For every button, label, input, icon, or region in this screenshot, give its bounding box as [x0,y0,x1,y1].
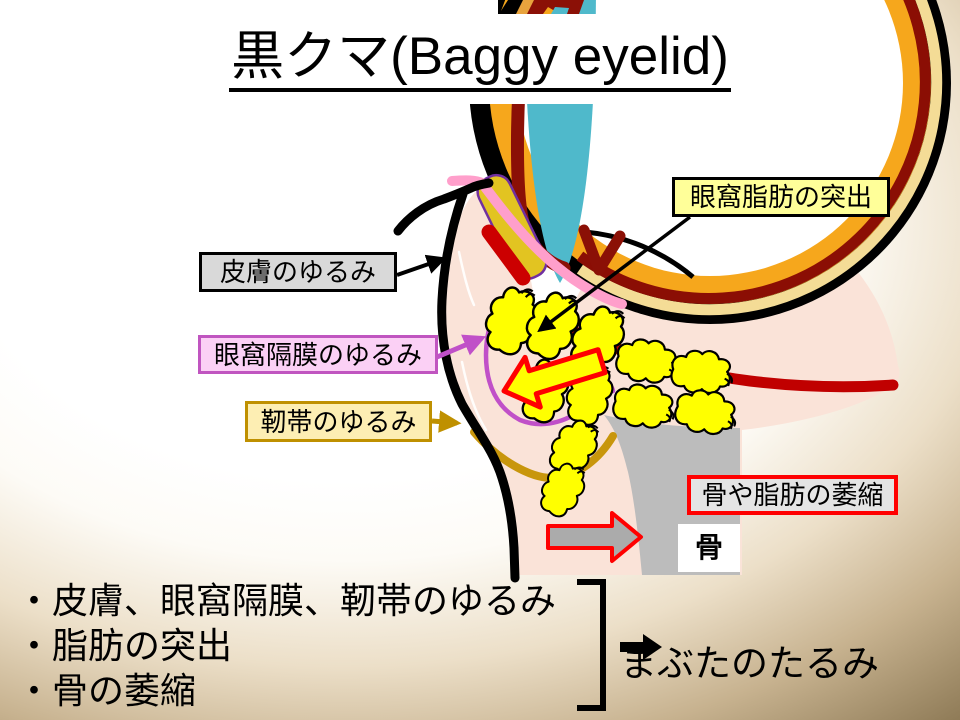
conclusion: まぶたのたるみ [620,633,879,687]
page-title: 黒クマ(Baggy eyelid) [0,14,960,92]
inner-lid-margin-arc [584,229,695,279]
summary-bullets: ・皮膚、眼窩隔膜、靭帯のゆるみ ・脂肪の突出 ・骨の萎縮 [16,578,556,713]
callout-skin-laxity: 皮膚のゆるみ [199,252,397,292]
summary-bullet-1: ・皮膚、眼窩隔膜、靭帯のゆるみ [16,580,557,621]
summary-bracket [577,579,606,711]
fat-protrusion-arrow [501,347,608,410]
orbicularis-rod [481,224,531,286]
callout-fat-protrusion: 眼窩脂肪の突出 [672,177,890,217]
conclusion-text: まぶたのたるみ [620,643,879,684]
right-arrow-icon [620,634,662,660]
callout-bone-fat-atrophy-label: 骨や脂肪の萎縮 [701,480,884,510]
bone-atrophy-arrow [546,511,643,563]
page-title-text: 黒クマ(Baggy eyelid) [229,27,731,92]
callout-ligament-laxity-label: 靭帯のゆるみ [260,406,417,437]
callout-ligament-laxity: 靭帯のゆるみ [245,401,432,442]
title-backdrop [0,0,884,104]
bone-label: 骨 [678,524,740,572]
diagram-top-sliver [499,0,584,14]
skin-highlight-crease [457,250,488,432]
callout-skin-laxity-label: 皮膚のゆるみ [219,257,376,287]
summary-bullet-3: ・骨の萎縮 [16,670,197,711]
callout-septum-laxity-label: 眼窩隔膜のゆるみ [213,339,422,370]
summary-bullet-2: ・脂肪の突出 [16,625,233,666]
callout-fat-protrusion-label: 眼窩脂肪の突出 [689,182,872,212]
callout-bone-fat-atrophy: 骨や脂肪の萎縮 [687,475,898,515]
bone-label-text: 骨 [694,532,723,563]
callout-connectors [396,215,692,433]
callout-septum-laxity: 眼窩隔膜のゆるみ [198,335,438,374]
